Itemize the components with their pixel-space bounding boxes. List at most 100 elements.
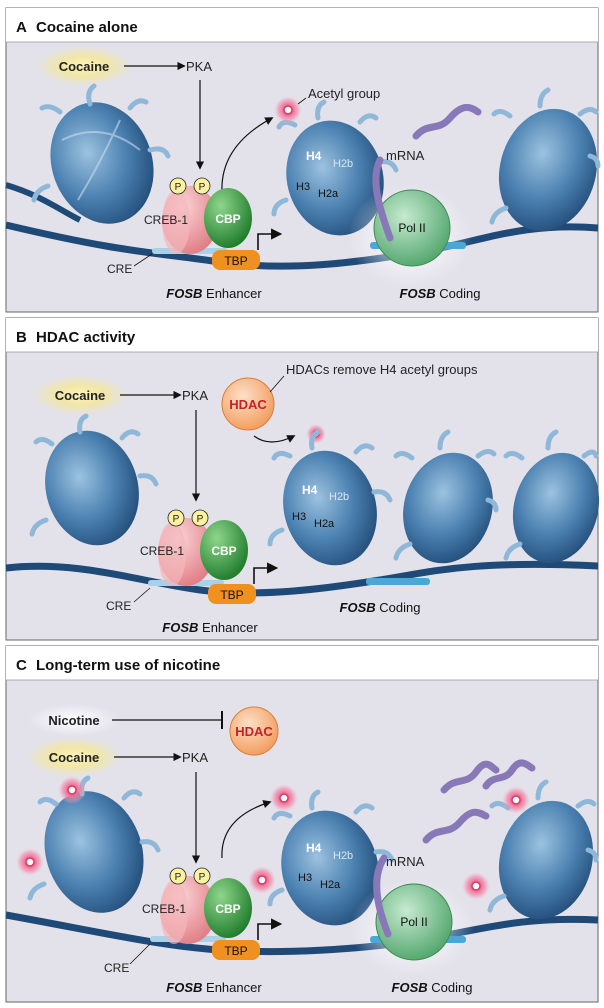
h2a-label: H2a xyxy=(320,879,341,891)
cbp-protein xyxy=(200,520,248,580)
dna-strand xyxy=(5,911,599,956)
phosphate-badge xyxy=(193,177,211,195)
phosphate-badge xyxy=(167,509,185,527)
acetyl-removal-arrow xyxy=(253,435,296,443)
acetyl-group xyxy=(58,776,86,804)
fosb-coding-region xyxy=(366,578,430,585)
pol-ii-complex xyxy=(375,883,453,961)
panel-b-title: HDAC activity xyxy=(36,329,136,346)
cbp-label: CBP xyxy=(211,544,236,558)
panel-c: C Long-term use of nicotine Nicotine HDA… xyxy=(5,645,599,1003)
phosphate-label: P xyxy=(199,182,206,193)
creb-1-label: CREB-1 xyxy=(144,213,188,227)
phosphate-badge xyxy=(169,177,187,195)
dna-strand xyxy=(5,560,599,597)
creb-1-label: CREB-1 xyxy=(140,544,184,558)
acetyl-group xyxy=(502,786,530,814)
hdac-label: HDAC xyxy=(235,724,273,739)
phosphate-label: P xyxy=(173,514,180,525)
mrna-free xyxy=(440,760,500,794)
nucleosome xyxy=(487,779,599,920)
fosb-enhancer-caption: FOSB Enhancer xyxy=(166,980,262,995)
pol-ii-label: Pol II xyxy=(398,221,425,235)
tbp-label: TBP xyxy=(224,254,247,268)
h2b-label: H2b xyxy=(333,850,353,862)
hdac-enzyme xyxy=(229,706,279,756)
h4-label: H4 xyxy=(302,483,318,497)
cocaine-label: Cocaine xyxy=(49,750,100,765)
h3-label: H3 xyxy=(296,181,310,193)
h2b-label: H2b xyxy=(329,491,349,503)
pka-label: PKA xyxy=(186,59,212,74)
mrna-transcript xyxy=(373,854,392,938)
tbp-box xyxy=(212,250,260,270)
nucleosome xyxy=(31,83,171,224)
cbp-label: CBP xyxy=(215,902,240,916)
pol-ii-label: Pol II xyxy=(400,915,427,929)
phosphate-label: P xyxy=(175,182,182,193)
h4-label: H4 xyxy=(306,149,322,163)
cbp-label: CBP xyxy=(215,212,240,226)
pka-label: PKA xyxy=(182,388,208,403)
fosb-enhancer-caption: FOSB Enhancer xyxy=(166,286,262,301)
phosphate-badge xyxy=(193,867,211,885)
mrna-free xyxy=(482,759,536,790)
mrna-free xyxy=(422,808,490,844)
transcription-start-arrow xyxy=(257,918,283,940)
cocaine-glow xyxy=(26,737,122,777)
acetylation-arrow xyxy=(221,117,274,193)
tbp-label: TBP xyxy=(224,944,247,958)
mrna-label: mRNA xyxy=(386,854,425,869)
phosphate-label: P xyxy=(199,872,206,883)
nucleosome: H4 H2b H3 H2a xyxy=(267,789,395,926)
panel-a: A Cocaine alone Cocaine PKA H4 H2b H3 H2… xyxy=(5,7,601,313)
panel-a-letter: A xyxy=(16,19,27,36)
cbp-protein xyxy=(204,878,252,938)
panel-a-header xyxy=(6,8,598,42)
cocaine-label: Cocaine xyxy=(55,388,106,403)
acetyl-group xyxy=(16,848,44,876)
h4-label: H4 xyxy=(306,841,322,855)
panel-b-letter: B xyxy=(16,329,27,346)
h3-label: H3 xyxy=(292,511,306,523)
creb-1-label: CREB-1 xyxy=(142,902,186,916)
h2a-label: H2a xyxy=(314,518,335,530)
mrna-free xyxy=(412,104,482,140)
fosb-coding-caption: FOSB Coding xyxy=(392,980,473,995)
nucleosome xyxy=(503,429,600,564)
acetyl-group-label: Acetyl group xyxy=(308,86,380,101)
nicotine-label: Nicotine xyxy=(48,713,99,728)
dna-strand xyxy=(5,221,599,270)
panel-a-title: Cocaine alone xyxy=(36,19,138,36)
h3-label: H3 xyxy=(298,872,312,884)
fosb-coding-caption: FOSB Coding xyxy=(400,286,481,301)
panel-c-header xyxy=(6,646,598,680)
cre-label: CRE xyxy=(107,262,132,276)
cocaine-glow xyxy=(36,46,132,86)
phosphate-badge xyxy=(169,867,187,885)
transcription-start-arrow xyxy=(253,562,279,584)
cre-label: CRE xyxy=(104,961,129,975)
nucleosome xyxy=(489,87,601,232)
panel-b-header xyxy=(6,318,598,352)
h2a-label: H2a xyxy=(318,188,339,200)
pka-label: PKA xyxy=(182,750,208,765)
phosphate-label: P xyxy=(175,872,182,883)
tbp-box xyxy=(208,584,256,604)
acetyl-group xyxy=(270,784,298,812)
phosphate-badge xyxy=(191,509,209,527)
nucleosome xyxy=(29,413,159,546)
cocaine-label: Cocaine xyxy=(59,59,110,74)
tbp-box xyxy=(212,940,260,960)
h2b-label: H2b xyxy=(333,158,353,170)
hdac-label: HDAC xyxy=(229,397,267,412)
fosb-coding-caption: FOSB Coding xyxy=(340,600,421,615)
phosphate-label: P xyxy=(197,514,204,525)
pol-ii-complex xyxy=(373,189,451,267)
tbp-label: TBP xyxy=(220,588,243,602)
acetyl-group xyxy=(248,866,276,894)
fosb-enhancer-caption: FOSB Enhancer xyxy=(162,620,258,635)
mrna-label: mRNA xyxy=(386,148,425,163)
hdac-enzyme xyxy=(221,377,275,431)
